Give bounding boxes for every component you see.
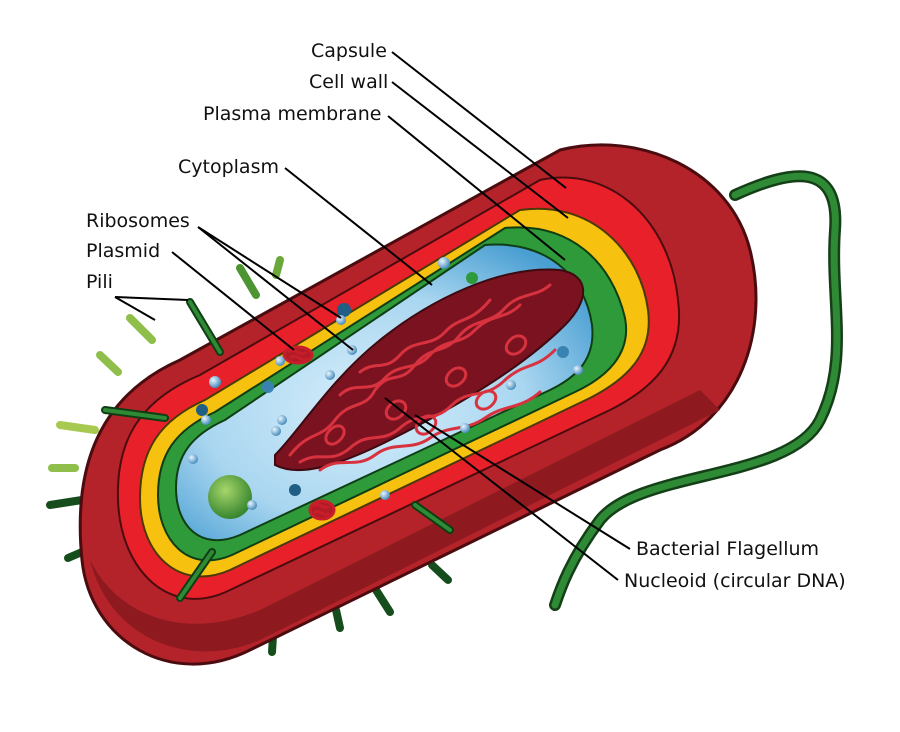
plasmid [282, 345, 336, 521]
ribosomes [188, 257, 583, 510]
nucleoid [274, 268, 585, 472]
leader-lines [114, 51, 631, 581]
label-bacterial-flagellum: Bacterial Flagellum [636, 538, 820, 560]
label-cell-wall: Cell wall [309, 71, 389, 93]
label-capsule: Capsule [311, 40, 387, 62]
label-nucleoid: Nucleoid (circular DNA) [624, 570, 846, 592]
label-cytoplasm: Cytoplasm [178, 156, 279, 178]
label-ribosomes: Ribosomes [86, 210, 190, 232]
label-plasma-membrane: Plasma membrane [203, 103, 382, 125]
label-pili: Pili [86, 271, 113, 293]
inclusion-body [208, 475, 252, 519]
label-plasmid: Plasmid [86, 240, 161, 262]
